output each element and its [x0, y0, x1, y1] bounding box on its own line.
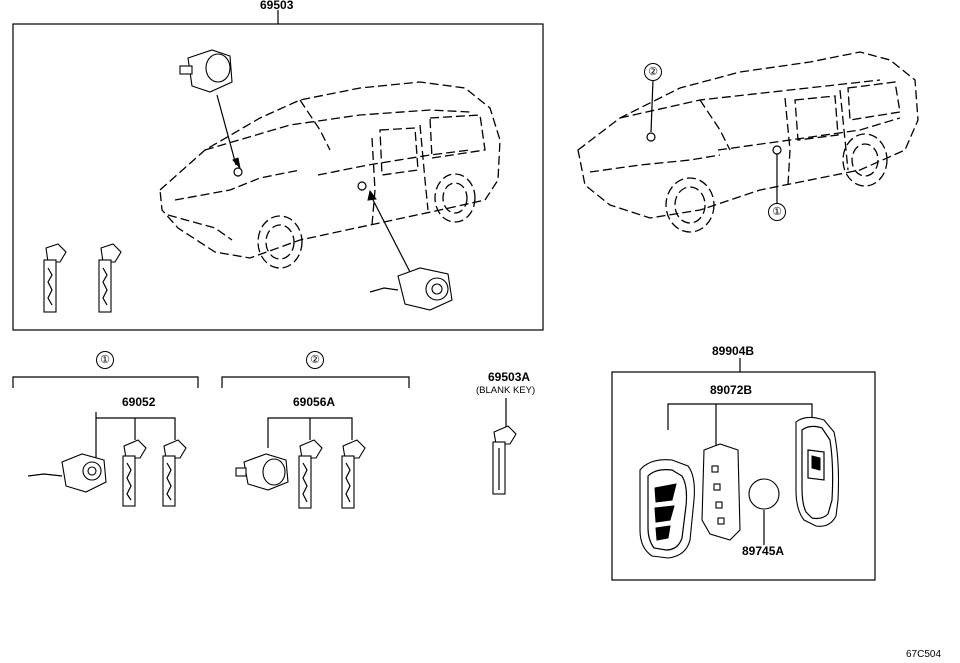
vehicle-right-illustration	[577, 51, 919, 233]
smart-key-shell-back	[795, 416, 840, 527]
callout-2-group: ②	[306, 351, 324, 369]
door-lock-cylinder-part	[179, 49, 233, 93]
label-89072B: 89072B	[710, 383, 753, 397]
vehicle-left-illustration	[159, 81, 501, 273]
label-69052: 69052	[122, 395, 156, 409]
label-89904B: 89904B	[712, 344, 755, 358]
keys-pair-top	[43, 243, 122, 313]
key-battery	[748, 478, 780, 510]
group-2-bracket	[221, 376, 410, 448]
assembly-69503-frame	[12, 10, 544, 331]
callout-1-top: ①	[768, 203, 786, 221]
smart-key-shell-front	[639, 459, 695, 559]
label-69503: 69503	[260, 0, 294, 12]
part-69056A-illustration	[235, 439, 366, 509]
callout-1-group: ①	[96, 351, 114, 369]
lock-cylinder-with-wire-part	[369, 267, 453, 311]
label-89745A: 89745A	[742, 544, 785, 558]
label-69503A: 69503A	[488, 370, 531, 384]
label-blank-key: (BLANK KEY)	[476, 385, 536, 396]
figure-code: 67C504	[906, 649, 942, 660]
blank-key-illustration	[492, 398, 517, 495]
callout-2-top: ②	[644, 63, 662, 81]
smart-key-box	[611, 358, 876, 581]
label-69056A: 69056A	[293, 395, 336, 409]
key-circuit-board	[701, 443, 741, 541]
part-69052-illustration	[27, 439, 187, 507]
